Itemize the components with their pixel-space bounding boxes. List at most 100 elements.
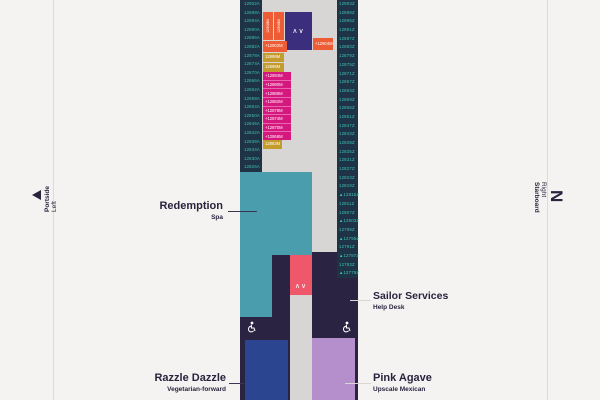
cabin-label: 12887Z — [339, 35, 355, 41]
cabin-label: +12870M — [263, 123, 291, 133]
cabin-label: 12807Z — [339, 209, 355, 215]
cabin-label: 12903Z — [339, 1, 355, 6]
venue-subtitle: Help Desk — [373, 304, 405, 311]
cabin-label: ▲12815Z — [339, 192, 360, 198]
cabin-label: 12850A — [243, 112, 260, 118]
cabin-label: 12906M — [274, 12, 284, 40]
venue-name: Redemption — [159, 200, 223, 212]
sailor-services-callout[interactable]: Sailor Services Help Desk — [373, 290, 493, 312]
cabin-label: 12854A — [243, 104, 260, 110]
pink-agave-pointer-line — [345, 383, 371, 384]
cabin-label: +12866M — [263, 132, 291, 140]
venue-name: Pink Agave — [373, 372, 432, 384]
cabin-label: 12875Z — [339, 61, 355, 67]
redemption-pointer-line — [228, 211, 257, 212]
cabin-label: 12908M — [263, 12, 273, 40]
accessibility-icon — [247, 321, 256, 333]
cabin-label: +12894M — [263, 72, 291, 81]
cabin-label: 12870A — [243, 69, 260, 75]
cabin-label: 12898M — [263, 53, 284, 62]
elevator-up-down-icon: ∧∨ — [292, 27, 305, 35]
cabin-label: ▲12795Z — [339, 235, 360, 241]
cabin-label: 12867Z — [339, 79, 355, 85]
cabin-label: 12871Z — [339, 70, 355, 76]
orange-cabin-pair: 12908M 12906M — [263, 12, 284, 40]
cabin-label: 12823Z — [339, 174, 355, 180]
pink-agave-area[interactable] — [312, 338, 355, 400]
starboard-label: Starboard — [533, 182, 540, 213]
redemption-spa-area-lower[interactable] — [240, 255, 272, 317]
pink-agave-callout[interactable]: Pink Agave Upscale Mexican — [373, 372, 493, 394]
portside-label: Portside — [44, 186, 51, 213]
cabin-label: 12811Z — [339, 200, 355, 206]
corridor-mid — [312, 172, 337, 252]
cabin-label: 12883Z — [339, 44, 355, 50]
razzle-dazzle-area[interactable] — [245, 340, 288, 400]
cabin-label: 12830A — [243, 155, 260, 161]
map-fold-line-right — [547, 0, 548, 400]
cabin-label: 12834A — [243, 147, 260, 153]
cabin-label: 12859Z — [339, 96, 355, 102]
sailor-services-pointer-line — [350, 300, 371, 301]
razzle-dazzle-callout[interactable]: Razzle Dazzle Vegetarian-forward — [98, 372, 226, 394]
cabin-label: 12896M — [263, 63, 284, 72]
cabin-label: 12783Z — [339, 261, 355, 267]
cabin-label: 12878A — [243, 52, 260, 58]
cabin-label: ▲12779Z — [339, 270, 360, 276]
cabin-label: 12819Z — [339, 183, 355, 189]
cabin-label: +12890M — [263, 80, 291, 90]
left-label: Left — [51, 201, 58, 213]
corridor-aft — [290, 295, 312, 400]
cabin-label: 12891Z — [339, 27, 355, 33]
cabin-label: 12895Z — [339, 18, 355, 24]
cabin-label: 12890A — [243, 26, 260, 32]
cabin-label: 12842A — [243, 129, 260, 135]
starboard-orientation: Starboard Right N — [533, 182, 566, 213]
venue-name: Razzle Dazzle — [154, 372, 226, 384]
cabin-label: 12886A — [243, 35, 260, 41]
cabin-label: +12902M — [263, 41, 287, 52]
cabin-label: 12855Z — [339, 105, 355, 111]
venue-subtitle: Upscale Mexican — [373, 386, 426, 393]
map-fold-line-left — [53, 0, 54, 400]
portside-orientation: Portside Left — [32, 186, 58, 212]
cabin-label: 12791Z — [339, 244, 355, 250]
cabin-label: 12799Z — [339, 226, 355, 232]
cabin-label: 12835Z — [339, 148, 355, 154]
elevator-up-down-icon: ∧∨ — [294, 283, 308, 290]
cabin-label: 12866A — [243, 78, 260, 84]
cabin-label: 12858A — [243, 95, 260, 101]
cabin-label: 12874A — [243, 61, 260, 67]
redemption-callout[interactable]: Redemption Spa — [100, 200, 223, 222]
cabin-label: 12863Z — [339, 87, 355, 93]
cabin-label: 12826A — [243, 164, 260, 170]
cabin-label: +12878M — [263, 106, 291, 116]
compass-arrow-icon — [32, 190, 41, 200]
cabin-label: +12874M — [263, 115, 291, 124]
compass-north-letter: N — [547, 190, 566, 203]
cabin-label: 12898A — [243, 9, 260, 15]
cabin-label: 12894A — [243, 18, 260, 24]
cabin-label: 12862A — [243, 86, 260, 92]
cabin-label: 12851Z — [339, 113, 355, 119]
cabin-label: +12882M — [263, 97, 291, 107]
cabin-label: 12839Z — [339, 140, 355, 145]
cabin-label: 12862M — [263, 140, 282, 149]
venue-name: Sailor Services — [373, 290, 449, 302]
cabin-label: 12843Z — [339, 131, 355, 137]
accessibility-icon — [342, 321, 351, 333]
cabin-label: ▲12803Z — [339, 218, 360, 224]
elevator-bank-aft[interactable]: ∧∨ — [290, 255, 312, 295]
cabin-label: 12831Z — [339, 157, 355, 163]
redemption-spa-area[interactable] — [240, 172, 312, 255]
cabin-label: +12886M — [263, 89, 291, 98]
venue-subtitle: Spa — [211, 214, 223, 221]
venue-subtitle: Vegetarian-forward — [167, 386, 226, 393]
elevator-bank-forward[interactable]: ∧∨ — [285, 12, 312, 50]
cabin-label: 12838A — [243, 138, 260, 144]
cabin-label: 12846A — [243, 121, 260, 127]
cabin-label: 12827Z — [339, 166, 355, 172]
